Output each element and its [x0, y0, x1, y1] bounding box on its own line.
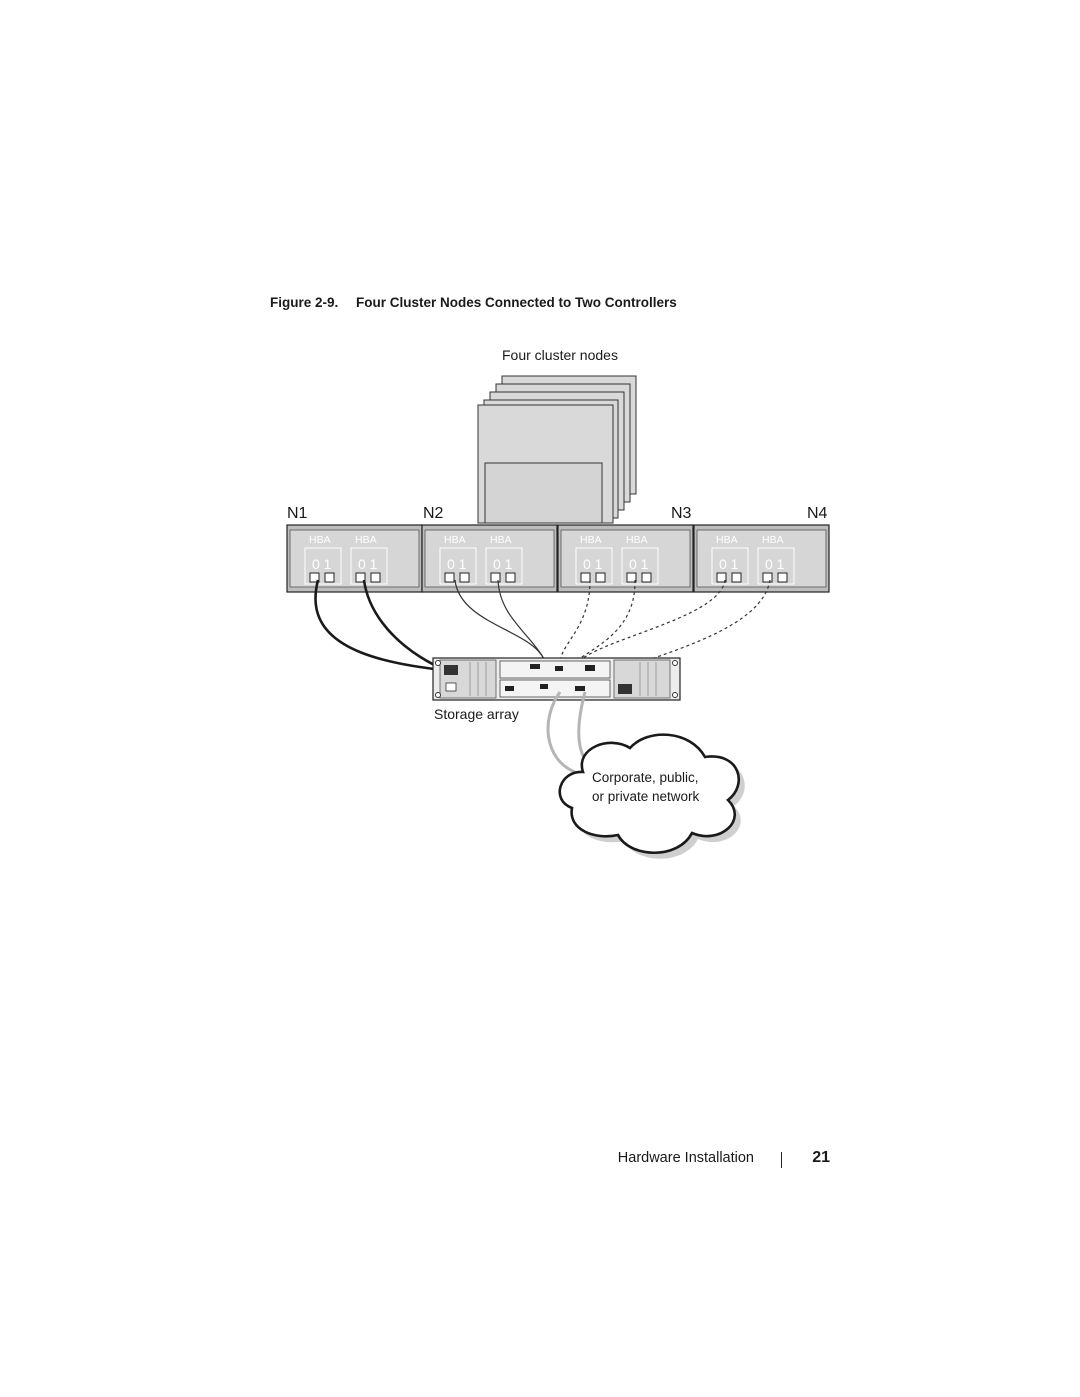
fc-port-0 — [444, 572, 455, 583]
cable-n3-a — [559, 579, 591, 661]
port-numbers: 0 1 — [493, 556, 513, 572]
network-label-line2: or private network — [592, 789, 700, 804]
node-panel-n4: HBA 0 1 HBA 0 1 — [693, 524, 830, 593]
fc-port-1 — [505, 572, 516, 583]
node-label-n4: N4 — [807, 505, 828, 522]
fc-port-1 — [324, 572, 335, 583]
page-footer: Hardware Installation 21 — [560, 1149, 830, 1172]
hba-label: HBA — [626, 534, 648, 546]
fc-port-0 — [355, 572, 366, 583]
network-label-line1: Corporate, public, — [592, 770, 699, 785]
node-panel-n3: HBA 0 1 HBA 0 1 — [557, 524, 694, 593]
network-cloud-icon — [558, 733, 745, 859]
stacked-servers-icon — [477, 375, 637, 524]
fc-port-0 — [626, 572, 637, 583]
hba-label: HBA — [355, 534, 377, 546]
fc-port-0 — [716, 572, 727, 583]
cluster-nodes-label: Four cluster nodes — [502, 347, 618, 363]
storage-array-label: Storage array — [434, 706, 519, 722]
fc-port-0 — [309, 572, 320, 583]
hba-label: HBA — [762, 534, 784, 546]
fc-port-0 — [490, 572, 501, 583]
storage-array-icon — [432, 657, 681, 701]
fc-port-1 — [459, 572, 470, 583]
node-label-n1: N1 — [287, 505, 308, 522]
fc-port-1 — [731, 572, 742, 583]
port-numbers: 0 1 — [583, 556, 603, 572]
port-numbers: 0 1 — [358, 556, 378, 572]
footer-divider — [781, 1152, 782, 1168]
port-numbers: 0 1 — [447, 556, 467, 572]
hba-label: HBA — [309, 534, 331, 546]
fc-port-1 — [777, 572, 788, 583]
figure-number: Figure 2-9. — [270, 295, 339, 310]
cable-n3-b — [564, 579, 636, 673]
port-numbers: 0 1 — [629, 556, 649, 572]
hba-label: HBA — [580, 534, 602, 546]
cable-n4-a — [574, 579, 726, 667]
figure-caption: Figure 2-9. Four Cluster Nodes Connected… — [270, 295, 677, 310]
port-numbers: 0 1 — [765, 556, 785, 572]
port-numbers: 0 1 — [312, 556, 332, 572]
fc-port-1 — [370, 572, 381, 583]
port-numbers: 0 1 — [719, 556, 739, 572]
fc-port-1 — [595, 572, 606, 583]
hba-label: HBA — [716, 534, 738, 546]
hba-label: HBA — [490, 534, 512, 546]
node-panel-n1: HBA 0 1 HBA 0 1 — [286, 524, 423, 593]
cable-n4-b — [589, 579, 771, 687]
node-panel-n2: HBA 0 1 HBA 0 1 — [421, 524, 558, 593]
footer-section-title: Hardware Installation — [617, 1150, 754, 1166]
node-label-n3: N3 — [671, 505, 692, 522]
fc-port-0 — [762, 572, 773, 583]
page-number: 21 — [812, 1149, 830, 1166]
hba-label: HBA — [444, 534, 466, 546]
figure-title: Four Cluster Nodes Connected to Two Cont… — [356, 295, 677, 310]
fc-port-0 — [580, 572, 591, 583]
node-label-n2: N2 — [423, 505, 444, 522]
fc-port-1 — [641, 572, 652, 583]
